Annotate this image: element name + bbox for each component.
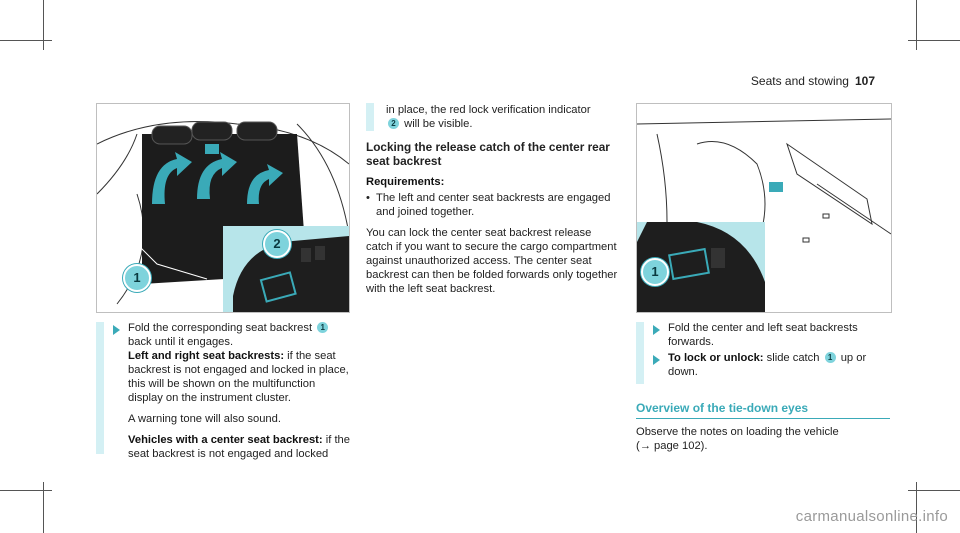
step-text: Fold the center and left seat backrests … (668, 322, 858, 348)
crop-mark (916, 0, 917, 50)
crop-mark (916, 482, 917, 533)
subheading: Left and right seat backrests: (128, 350, 285, 362)
crop-mark (0, 40, 52, 41)
detail-inset (637, 222, 765, 312)
step-text: Fold the corresponding seat backrest (128, 322, 313, 334)
badge-1: 1 (824, 352, 836, 363)
paragraph: in place, the red lock verification indi… (386, 104, 591, 116)
watermark: carmanualsonline.info (795, 508, 948, 525)
column-3-step-2: To lock or unlock: slide catch 1 up or d… (668, 351, 890, 386)
callout-1: 1 (641, 258, 669, 286)
list-item: The left and center seat backrests are e… (366, 191, 620, 219)
release-catch-drawing (233, 236, 349, 312)
paragraph: A warning tone will also sound. (128, 413, 281, 425)
requirements-list: The left and center seat backrests are e… (366, 191, 620, 219)
step-text: up or down. (668, 352, 867, 378)
step-text: slide catch (763, 352, 820, 364)
step-arrow-icon (113, 325, 120, 335)
step-arrow-icon (653, 325, 660, 335)
instruction-bar (366, 103, 374, 131)
section-divider (636, 418, 890, 419)
paragraph: You can lock the center seat backrest re… (366, 227, 618, 295)
badge-1: 1 (317, 322, 329, 333)
column-3-step-1: Fold the center and left seat backrests … (668, 321, 890, 356)
observe-note: Observe the notes on loading the vehicle… (636, 425, 890, 460)
page-reference-link[interactable]: (→ page 102). (636, 440, 708, 452)
step-text: back until it engages. (128, 336, 234, 348)
column-2-text: in place, the red lock verification indi… (386, 103, 620, 138)
page-number: 107 (854, 74, 875, 88)
column-1-text: Fold the corresponding seat backrest 1 ba… (128, 321, 350, 468)
crop-mark (908, 40, 960, 41)
crop-mark (43, 482, 44, 533)
paragraph: if the seat backrest is not engaged and … (128, 350, 349, 404)
instruction-bar (636, 322, 644, 384)
subheading: To lock or unlock: (668, 352, 764, 364)
step-arrow-icon (653, 355, 660, 365)
section-heading: Locking the release catch of the center … (366, 140, 610, 168)
center-seat-illustration: 1 (636, 103, 892, 313)
callout-2: 2 (263, 230, 291, 258)
paragraph: Observe the notes on loading the vehicle (636, 426, 839, 438)
catch-closeup-drawing (637, 222, 765, 312)
section-title: Overview of the tie-down eyes (636, 401, 809, 415)
section-name: Seats and stowing (750, 74, 849, 88)
crop-mark (0, 490, 52, 491)
instruction-bar (96, 322, 104, 454)
page-header: Seats and stowing 107 (751, 74, 875, 88)
rear-seat-illustration: 1 2 (96, 103, 350, 313)
callout-1: 1 (123, 264, 151, 292)
badge-2: 2 (388, 118, 399, 129)
crop-mark (908, 490, 960, 491)
subheading: Vehicles with a center seat backrest: (128, 434, 323, 446)
column-2-body: Locking the release catch of the center … (366, 140, 620, 303)
crop-mark (43, 0, 44, 50)
paragraph: will be visible. (404, 118, 473, 130)
subheading: Requirements: (366, 176, 445, 188)
paragraph: if the seat backrest is not engaged and … (128, 434, 351, 460)
